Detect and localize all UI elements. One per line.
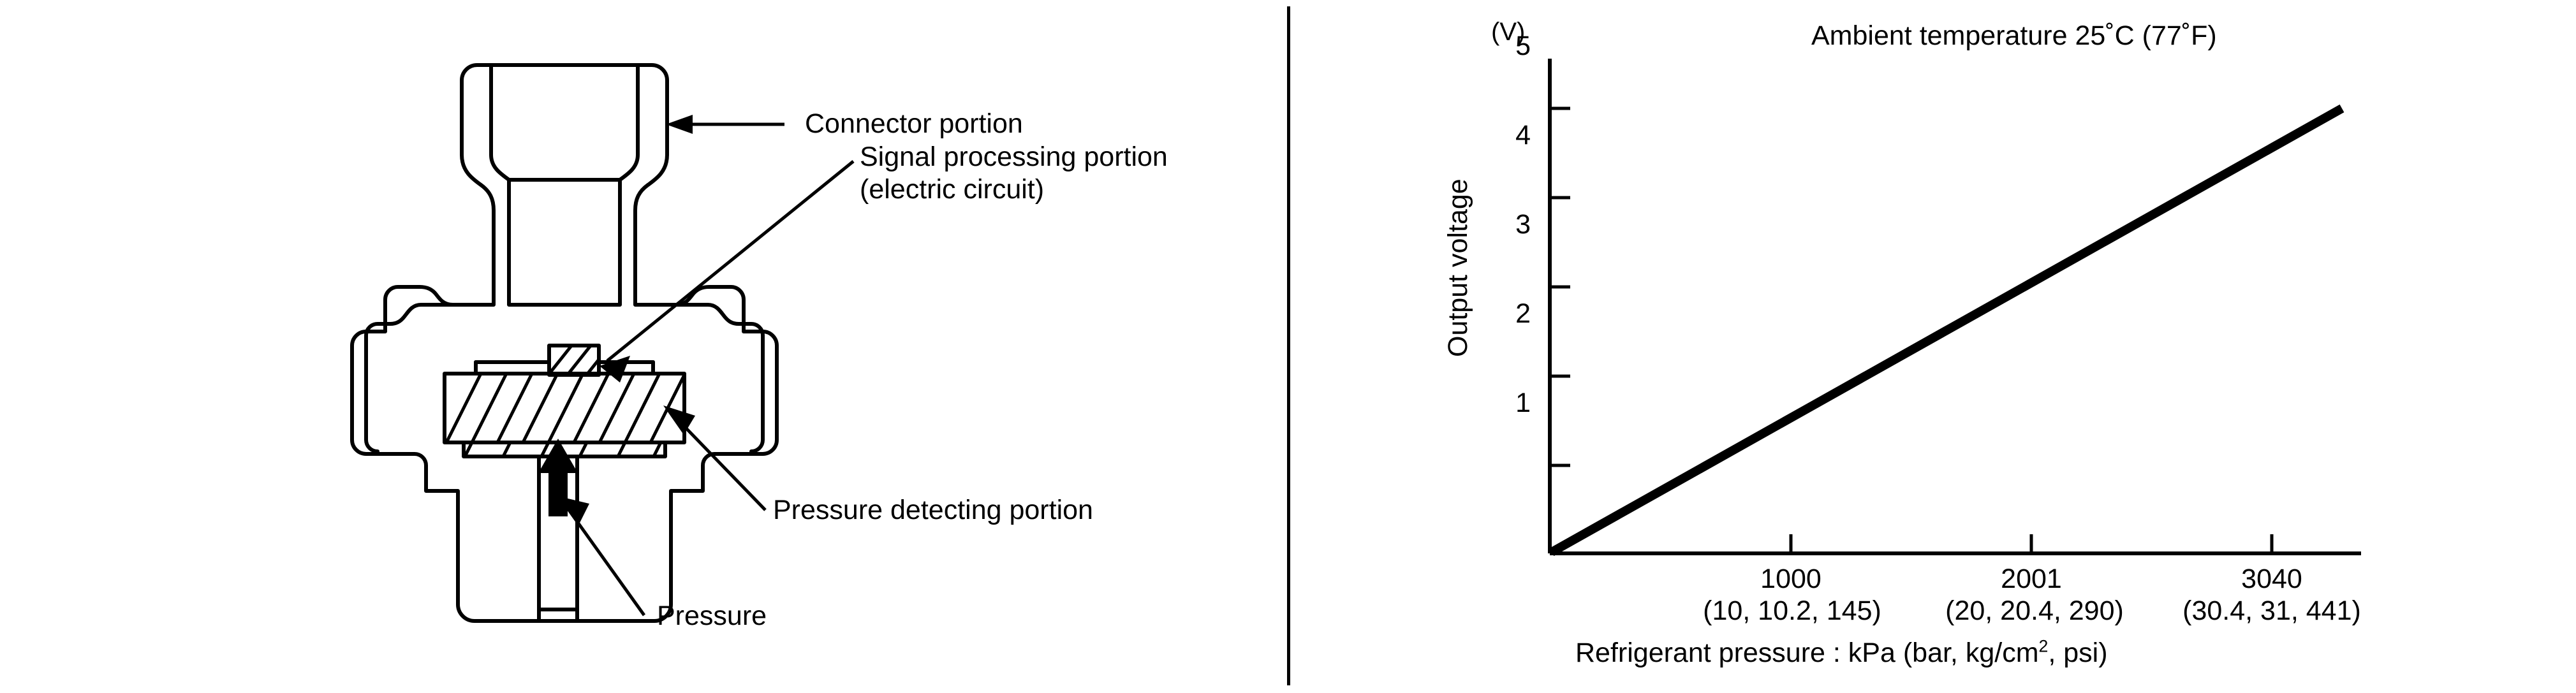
x-axis-label-suffix: , psi) xyxy=(2048,638,2108,668)
callout-signal-processing-portion-line2: (electric circuit) xyxy=(860,174,1045,205)
y-axis-unit: (V) xyxy=(1491,18,1526,46)
panel-divider xyxy=(1287,6,1290,685)
callout-connector-portion: Connector portion xyxy=(805,108,1023,139)
y-tick-4: 4 xyxy=(1515,120,1531,150)
x-tick-alt-3040: (30.4, 31, 441) xyxy=(2182,595,2361,626)
callout-pressure-detecting-portion: Pressure detecting portion xyxy=(773,495,1093,525)
x-tick-alt-2001: (20, 20.4, 290) xyxy=(1945,595,2124,626)
x-tick-3040: 3040 xyxy=(2241,564,2302,594)
pressure-flow-arrow xyxy=(538,439,578,516)
callout-signal-processing-portion: Signal processing portion xyxy=(860,142,1168,172)
x-axis-label-prefix: Refrigerant pressure : kPa (bar, kg/cm xyxy=(1575,638,2039,668)
y-tick-3: 3 xyxy=(1515,209,1531,240)
x-tick-1000: 1000 xyxy=(1760,564,1822,594)
callout-pressure: Pressure xyxy=(657,601,767,631)
chart-title: Ambient temperature 25˚C (77˚F) xyxy=(1811,20,2217,51)
y-axis-label: Output voltage xyxy=(1443,179,1473,357)
x-axis-label-superscript: 2 xyxy=(2038,636,2049,656)
x-tick-alt-1000: (10, 10.2, 145) xyxy=(1703,595,1881,626)
y-tick-5: 5 xyxy=(1515,31,1531,61)
y-tick-2: 2 xyxy=(1515,298,1531,329)
x-axis-label: Refrigerant pressure : kPa (bar, kg/cm2,… xyxy=(1575,638,2108,668)
y-tick-1: 1 xyxy=(1515,388,1531,418)
x-tick-2001: 2001 xyxy=(2001,564,2062,594)
